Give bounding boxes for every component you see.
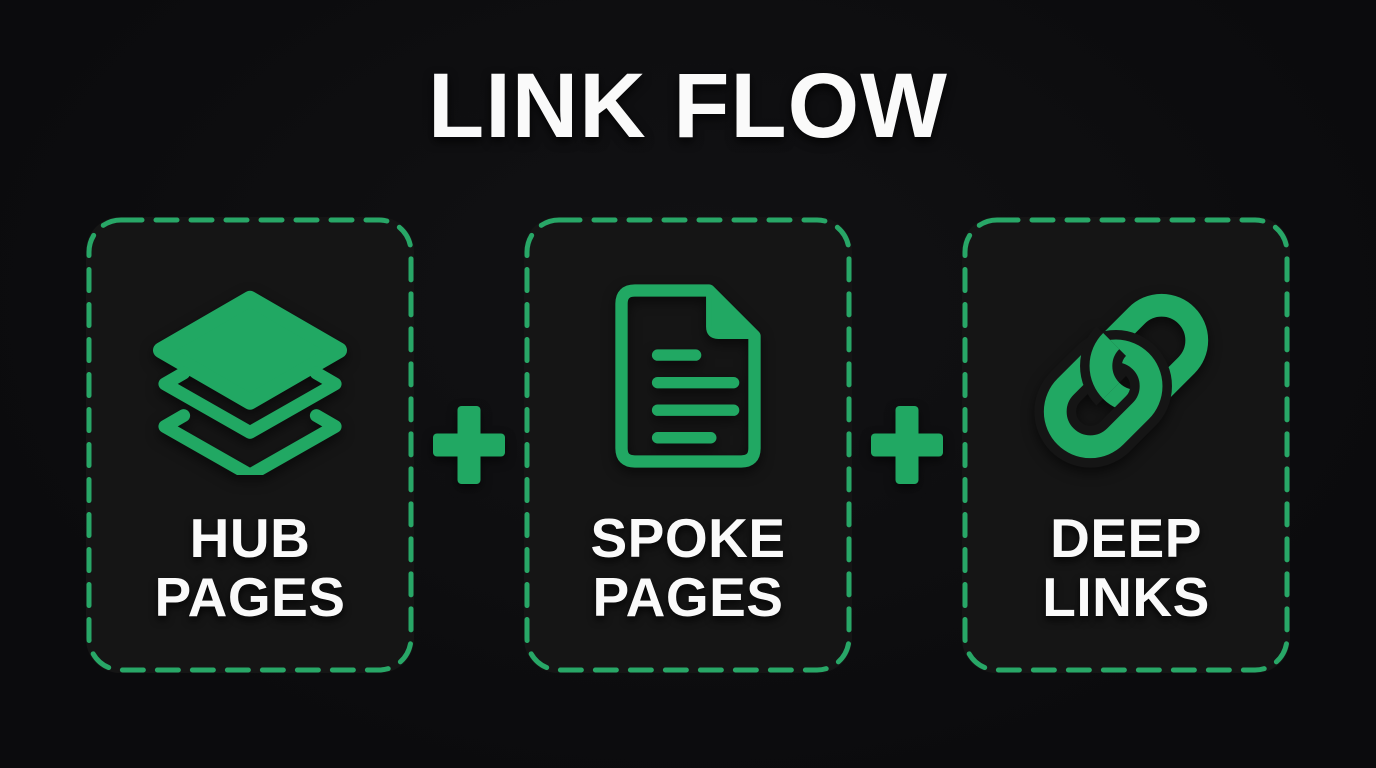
plus-icon xyxy=(433,406,505,484)
page-title: LINK FLOW xyxy=(428,55,948,157)
card-hub-pages: HUB PAGES xyxy=(86,216,414,673)
layers-icon xyxy=(140,277,360,475)
card-label-line1: DEEP xyxy=(1050,506,1202,569)
card-label-line2: PAGES xyxy=(154,565,346,628)
separator xyxy=(852,217,962,673)
card-label-deep-links: DEEP LINKS xyxy=(1042,506,1210,628)
document-icon xyxy=(578,277,798,475)
separator xyxy=(414,217,524,673)
card-label-hub-pages: HUB PAGES xyxy=(154,506,346,628)
card-deep-links: DEEP LINKS xyxy=(962,216,1290,673)
plus-icon xyxy=(871,406,943,484)
chain-link-icon xyxy=(1016,277,1236,475)
card-label-line2: LINKS xyxy=(1042,565,1210,628)
card-label-spoke-pages: SPOKE PAGES xyxy=(590,506,786,628)
card-label-line1: HUB xyxy=(189,506,311,569)
card-spoke-pages: SPOKE PAGES xyxy=(524,216,852,673)
card-label-line1: SPOKE xyxy=(590,506,786,569)
card-label-line2: PAGES xyxy=(592,565,784,628)
flow-row: HUB PAGES xyxy=(0,216,1376,673)
